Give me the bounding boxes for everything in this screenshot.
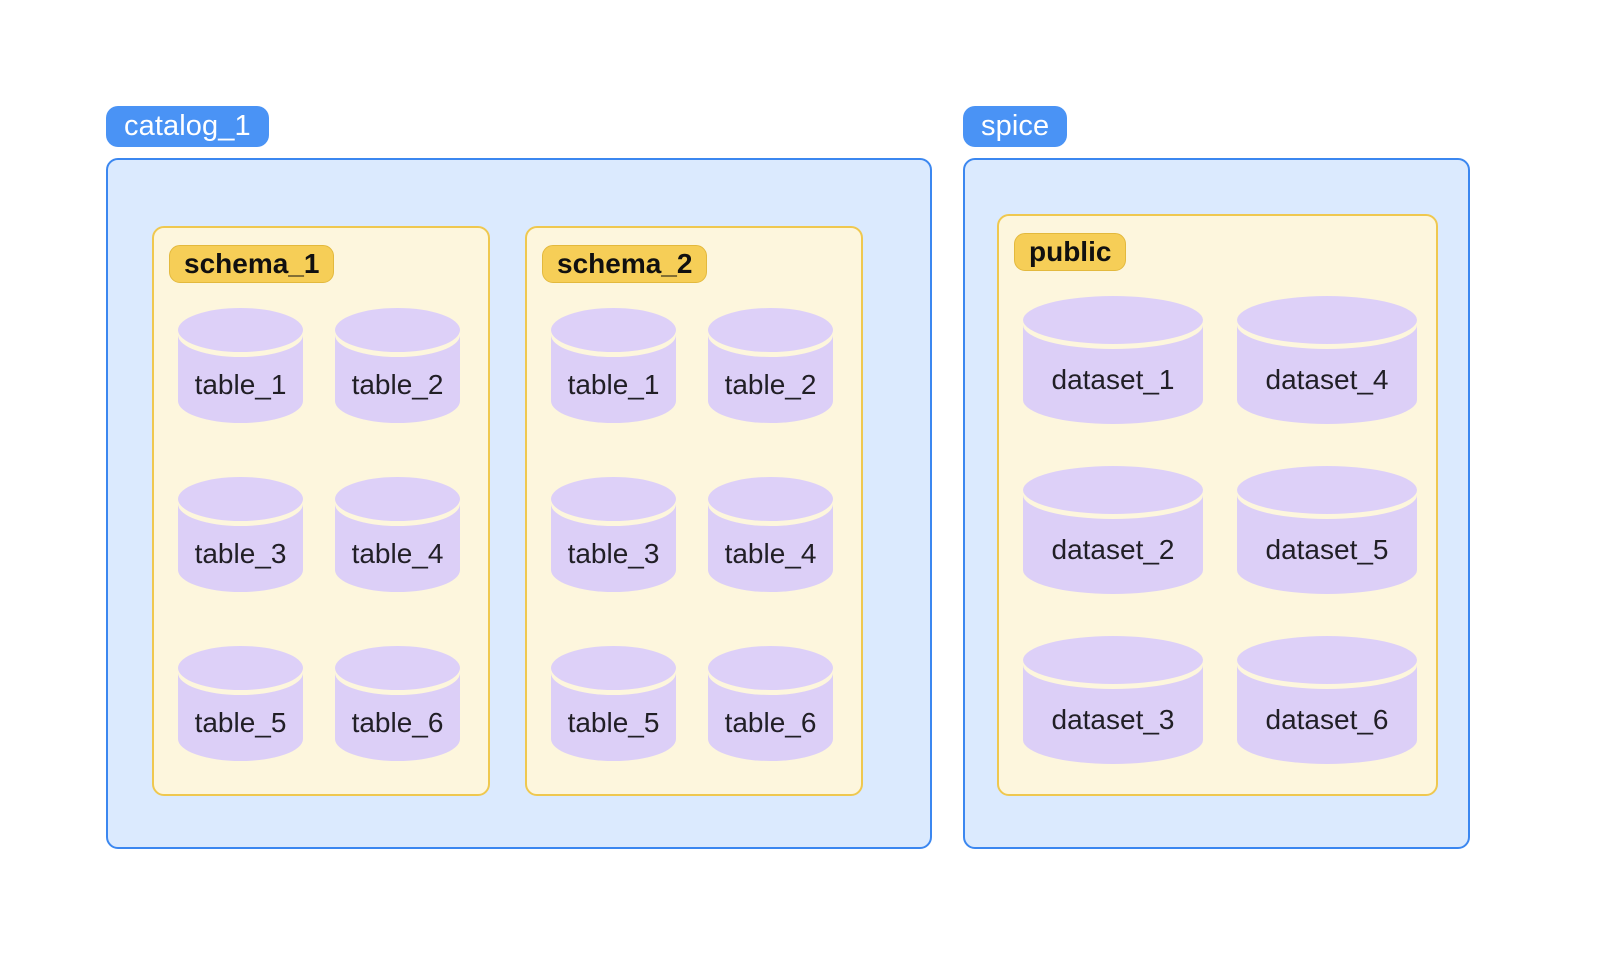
database-cylinder-public-dataset-3[interactable]: dataset_3	[1023, 636, 1203, 764]
cylinder-label: dataset_4	[1265, 364, 1389, 395]
database-cylinder-icon	[551, 308, 676, 423]
database-cylinder-schema-1-table-6[interactable]: table_6	[335, 646, 460, 761]
database-cylinder-icon	[178, 477, 303, 592]
database-cylinder-schema-1-table-2[interactable]: table_2	[335, 308, 460, 423]
database-cylinder-icon	[335, 477, 460, 592]
group-box-spice: public dataset_1 dataset_4	[963, 158, 1470, 849]
group-label-catalog-1[interactable]: catalog_1	[106, 106, 269, 147]
cylinder-label: table_2	[351, 369, 444, 400]
database-cylinder-public-dataset-4[interactable]: dataset_4	[1237, 296, 1417, 424]
database-cylinder-schema-2-table-2[interactable]: table_2	[708, 308, 833, 423]
database-cylinder-icon	[551, 646, 676, 761]
database-cylinder-icon	[1237, 466, 1417, 594]
group-box-catalog-1: schema_1 table_1 table_2	[106, 158, 932, 849]
database-cylinder-icon	[1237, 296, 1417, 424]
schema-box-schema-2: schema_2 table_1 table_2	[525, 226, 863, 796]
schema-label-public[interactable]: public	[1014, 233, 1127, 271]
database-cylinder-public-dataset-2[interactable]: dataset_2	[1023, 466, 1203, 594]
cylinder-label: table_4	[351, 538, 444, 569]
database-cylinder-icon	[708, 646, 833, 761]
database-cylinder-icon	[178, 646, 303, 761]
database-cylinder-icon	[551, 477, 676, 592]
database-cylinder-public-dataset-5[interactable]: dataset_5	[1237, 466, 1417, 594]
database-cylinder-icon	[1023, 636, 1203, 764]
cylinder-label: table_6	[724, 707, 817, 738]
database-cylinder-icon	[335, 308, 460, 423]
database-cylinder-public-dataset-1[interactable]: dataset_1	[1023, 296, 1203, 424]
database-cylinder-icon	[708, 477, 833, 592]
cylinder-label: table_6	[351, 707, 444, 738]
database-cylinder-icon	[1237, 636, 1417, 764]
cylinder-label: dataset_5	[1265, 534, 1389, 565]
database-cylinder-schema-2-table-3[interactable]: table_3	[551, 477, 676, 592]
cylinder-label: table_5	[567, 707, 660, 738]
database-cylinder-icon	[1023, 466, 1203, 594]
database-cylinder-icon	[335, 646, 460, 761]
cylinder-label: dataset_6	[1265, 704, 1389, 735]
cylinder-label: table_1	[567, 369, 660, 400]
schema-box-public: public dataset_1 dataset_4	[997, 214, 1438, 796]
database-cylinder-schema-2-table-6[interactable]: table_6	[708, 646, 833, 761]
cylinder-label: table_3	[194, 538, 287, 569]
schema-label-schema-1[interactable]: schema_1	[169, 245, 335, 283]
cylinder-label: dataset_3	[1051, 704, 1175, 735]
database-cylinder-schema-1-table-4[interactable]: table_4	[335, 477, 460, 592]
database-cylinder-schema-2-table-4[interactable]: table_4	[708, 477, 833, 592]
database-cylinder-schema-1-table-1[interactable]: table_1	[178, 308, 303, 423]
database-cylinder-icon	[708, 308, 833, 423]
cylinder-label: dataset_2	[1051, 534, 1175, 565]
database-cylinder-schema-2-table-1[interactable]: table_1	[551, 308, 676, 423]
cylinder-label: dataset_1	[1051, 364, 1175, 395]
schema-label-schema-2[interactable]: schema_2	[542, 245, 708, 283]
database-cylinder-schema-1-table-3[interactable]: table_3	[178, 477, 303, 592]
schema-box-schema-1: schema_1 table_1 table_2	[152, 226, 490, 796]
database-cylinder-schema-1-table-5[interactable]: table_5	[178, 646, 303, 761]
cylinder-label: table_2	[724, 369, 817, 400]
cylinder-label: table_4	[724, 538, 817, 569]
database-cylinder-icon	[178, 308, 303, 423]
database-cylinder-icon	[1023, 296, 1203, 424]
group-label-spice[interactable]: spice	[963, 106, 1068, 147]
cylinder-label: table_1	[194, 369, 287, 400]
cylinder-label: table_3	[567, 538, 660, 569]
cylinder-label: table_5	[194, 707, 287, 738]
database-cylinder-public-dataset-6[interactable]: dataset_6	[1237, 636, 1417, 764]
database-cylinder-schema-2-table-5[interactable]: table_5	[551, 646, 676, 761]
